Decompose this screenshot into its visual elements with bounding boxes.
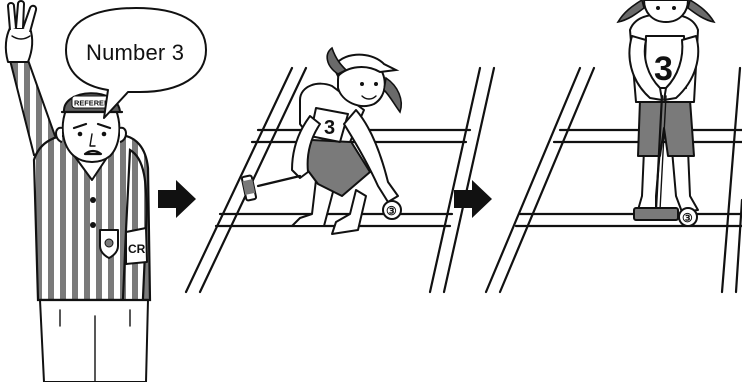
referee-armband-label: CR — [128, 242, 146, 256]
referee-cap-label: REFEREE — [74, 99, 109, 108]
player-bib-number: 3 — [324, 117, 335, 139]
referee-hand-three-fingers — [6, 1, 36, 62]
arrow-right-icon — [158, 180, 196, 218]
player-standing: 3 ③ — [618, 0, 714, 226]
referee-armband: CR — [126, 228, 147, 264]
referee-button — [90, 197, 96, 203]
court-panel-2 — [486, 68, 742, 292]
referee-button — [90, 222, 96, 228]
ball-number: ③ — [682, 211, 693, 225]
speech-bubble-text: Number 3 — [86, 40, 184, 66]
referee-badge-icon — [100, 230, 118, 258]
ball-number: ③ — [386, 204, 397, 218]
referee-pants — [40, 300, 148, 382]
arrow-right-icon — [454, 180, 492, 218]
